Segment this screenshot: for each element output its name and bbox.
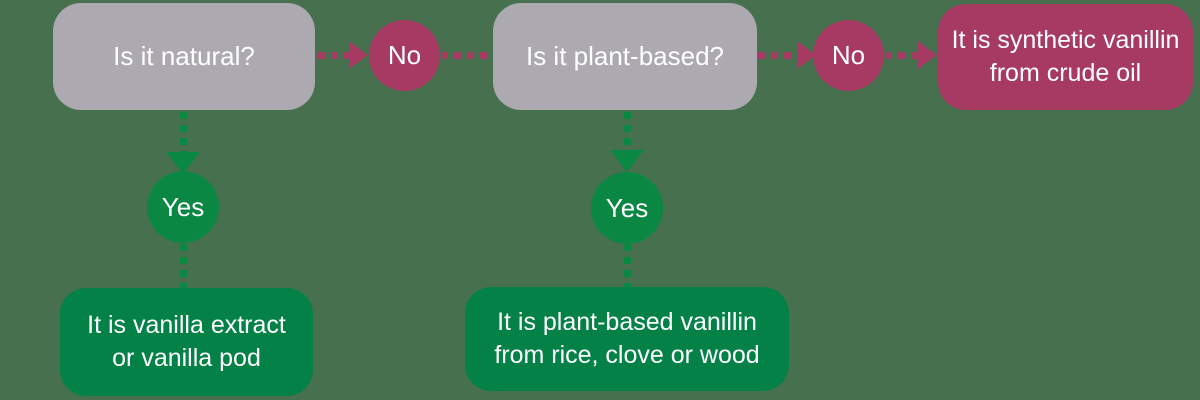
dashed-line-q1-to-no1 — [318, 52, 349, 59]
dashed-line-no2-to-result — [885, 52, 918, 59]
dashed-line-yes1-to-result — [180, 244, 187, 288]
result-box-plant-based-vanillin: It is plant-based vanillin from rice, cl… — [465, 287, 789, 391]
dashed-line-q2-to-no2 — [758, 52, 797, 59]
dashed-line-yes2-to-result — [624, 244, 631, 287]
dashed-line-q2-to-yes2 — [624, 112, 631, 150]
no-circle-2: No — [813, 20, 884, 91]
arrowhead-right-icon — [349, 41, 368, 69]
question-box-is-it-plant-based: Is it plant-based? — [493, 3, 757, 110]
no-circle-1: No — [369, 20, 440, 91]
arrowhead-down-icon — [610, 150, 644, 172]
yes-circle-2: Yes — [591, 172, 663, 244]
arrowhead-right-icon — [797, 41, 816, 69]
dashed-line-no1-to-q2 — [441, 52, 493, 59]
yes-circle-1: Yes — [147, 171, 219, 243]
dashed-line-q1-to-yes1 — [180, 112, 187, 152]
arrowhead-down-icon — [166, 152, 200, 174]
result-box-synthetic-vanillin: It is synthetic vanillin from crude oil — [938, 4, 1193, 110]
question-box-is-it-natural: Is it natural? — [53, 3, 315, 110]
arrowhead-right-icon — [918, 41, 937, 69]
result-box-vanilla-extract: It is vanilla extract or vanilla pod — [60, 288, 313, 396]
